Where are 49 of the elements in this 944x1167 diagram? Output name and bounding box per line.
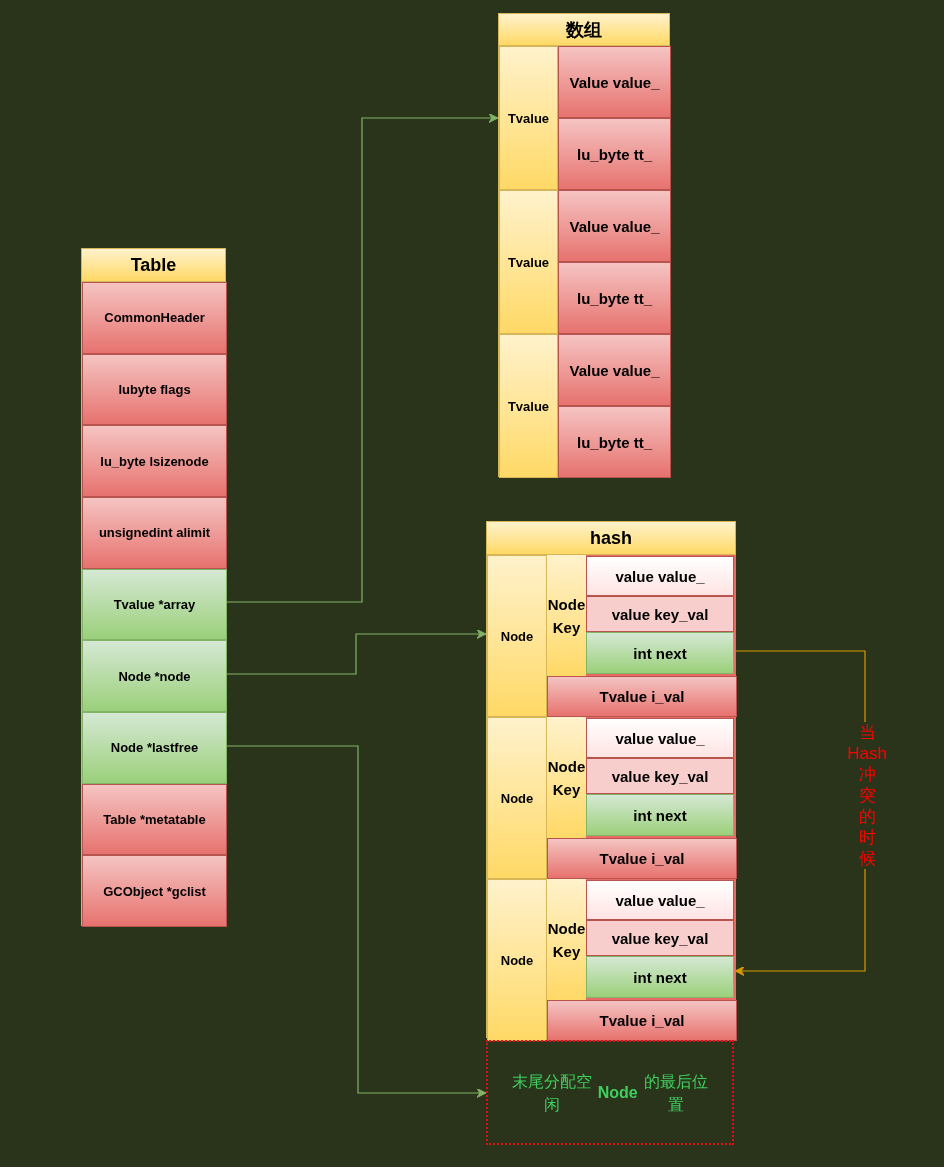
field-cell: value key_val <box>586 596 734 632</box>
arrow <box>225 629 487 675</box>
tvalue-column: Tvalue <box>499 46 558 190</box>
field-cell: value key_val <box>586 920 734 956</box>
struct-box <box>486 521 736 1038</box>
field-cell: Tvalue *array <box>82 568 227 641</box>
field-cell: Tvalue i_val <box>547 838 737 879</box>
field-cell: unsignedint alimit <box>82 497 227 569</box>
field-cell: int next <box>586 956 734 998</box>
struct-box <box>498 13 670 477</box>
key-column: Node Key <box>547 555 586 676</box>
tvalue-column: Tvalue <box>499 334 558 478</box>
field-cell: value value_ <box>586 880 734 920</box>
field-cell: Value value_ <box>558 334 671 406</box>
node-column: Node <box>487 717 547 879</box>
field-cell: lu_byte tt_ <box>558 406 671 478</box>
struct-box <box>81 248 226 926</box>
field-cell: int next <box>586 794 734 836</box>
field-cell: value value_ <box>586 718 734 758</box>
key-box <box>547 879 736 1000</box>
node-column: Node <box>487 555 547 717</box>
key-box <box>547 717 736 838</box>
header-band: 数组 <box>499 14 669 46</box>
field-cell: GCObject *gclist <box>82 855 227 927</box>
header-band: hash <box>487 522 735 555</box>
key-column: Node Key <box>547 879 586 1000</box>
field-cell: lu_byte tt_ <box>558 118 671 190</box>
field-cell: value key_val <box>586 758 734 794</box>
arrow <box>225 745 487 1098</box>
field-cell: Tvalue i_val <box>547 1000 737 1041</box>
field-cell: Node *node <box>82 640 227 712</box>
field-cell: int next <box>586 632 734 674</box>
node-column: Node <box>487 879 547 1041</box>
field-cell: lubyte flags <box>82 353 227 426</box>
field-cell: Table *metatable <box>82 783 227 856</box>
key-column: Node Key <box>547 717 586 838</box>
key-box <box>547 555 736 676</box>
field-cell: Value value_ <box>558 190 671 262</box>
field-cell: Tvalue i_val <box>547 676 737 717</box>
arrow <box>225 113 499 603</box>
field-cell: lu_byte lsizenode <box>82 425 227 497</box>
edge-label: 当Hash冲突的时候 <box>845 722 889 869</box>
field-cell: Value value_ <box>558 46 671 118</box>
header-band: Table <box>82 249 225 282</box>
field-cell: Node *lastfree <box>82 712 227 784</box>
field-cell: CommonHeader <box>82 282 227 354</box>
field-cell: lu_byte tt_ <box>558 262 671 334</box>
field-cell: value value_ <box>586 556 734 596</box>
tvalue-column: Tvalue <box>499 190 558 334</box>
